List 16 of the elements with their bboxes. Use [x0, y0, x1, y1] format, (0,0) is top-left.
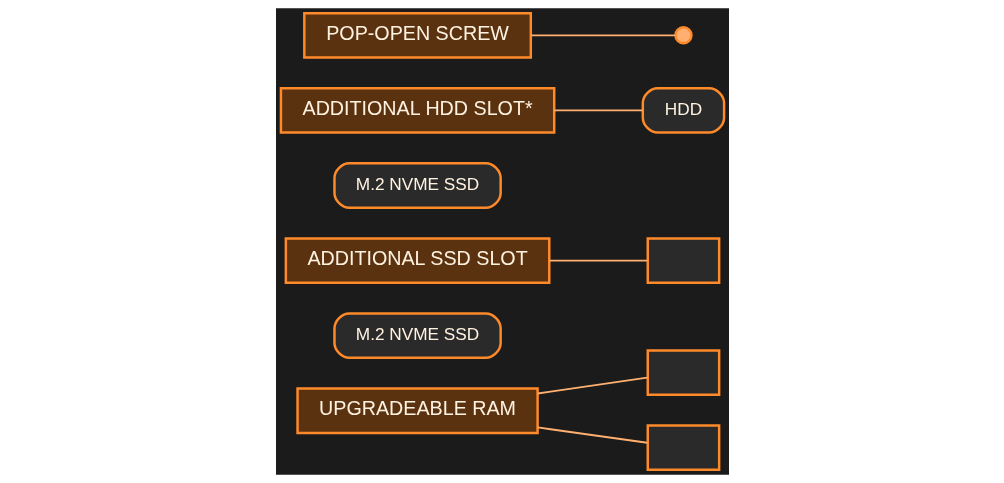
- node-box: UPGRADEABLE RAM: [295, 387, 539, 435]
- node-box: [646, 424, 720, 472]
- node-box: [646, 349, 720, 396]
- connector: [536, 376, 648, 395]
- node-box: M.2 NVME SSD: [332, 312, 502, 360]
- node-box: ADDITIONAL SSD SLOT: [284, 237, 550, 284]
- connector: [529, 34, 676, 37]
- connector: [547, 259, 648, 262]
- node-box: POP-OPEN SCREW: [302, 11, 532, 59]
- node-circle: [673, 26, 693, 45]
- node-box: HDD: [641, 87, 725, 134]
- node-box: [646, 237, 720, 284]
- node-box: M.2 NVME SSD: [332, 162, 502, 209]
- connector: [552, 109, 643, 112]
- connector: [536, 426, 648, 444]
- node-box: ADDITIONAL HDD SLOT*: [279, 87, 555, 134]
